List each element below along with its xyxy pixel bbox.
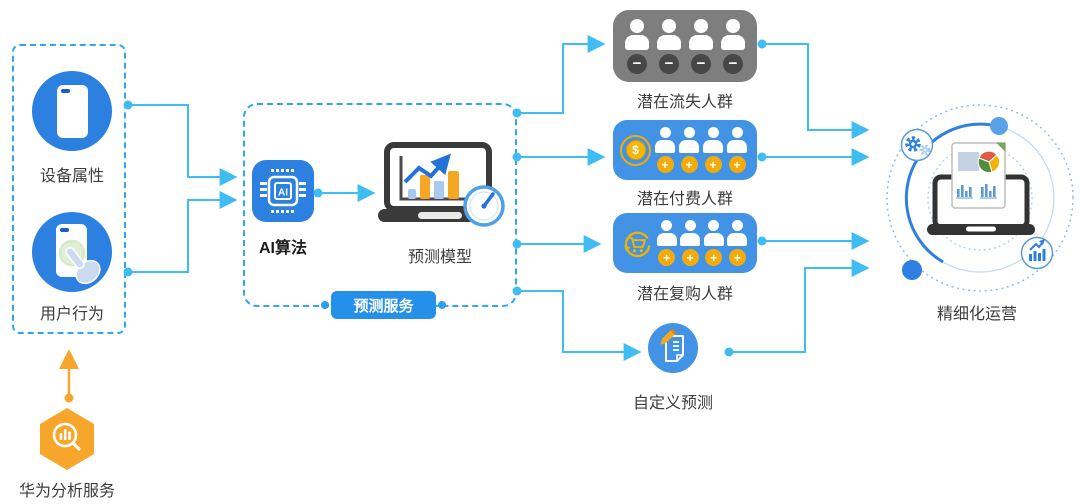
plus-badge-icon: +: [728, 156, 746, 173]
minus-badge-icon: −: [627, 53, 647, 74]
tap-hand-icon: [65, 246, 101, 285]
pay-label: 潜在付费人群: [636, 191, 733, 208]
model-label: 预测模型: [407, 249, 472, 266]
data-source-box: [12, 44, 126, 334]
analytics-label: 华为分析服务: [18, 483, 115, 500]
pay-group: $ + + + +: [613, 120, 757, 180]
repurchase-group: + + + +: [613, 213, 757, 273]
user-icon: +: [727, 220, 748, 266]
prediction-model-icon: [371, 142, 506, 227]
custom-prediction-circle: [648, 323, 698, 373]
behavior-label: 用户行为: [39, 306, 104, 323]
user-icon: −: [657, 18, 681, 74]
plus-badge-icon: +: [658, 249, 676, 266]
repurchase-label: 潜在复购人群: [636, 286, 733, 303]
operations-label: 精细化运营: [936, 306, 1017, 323]
analytics-hexagon: [34, 407, 100, 471]
plus-badge-icon: +: [656, 156, 674, 173]
orbit-dot-bottom: [902, 260, 922, 280]
device-circle: [32, 71, 112, 151]
user-icon: −: [721, 18, 745, 74]
hexagon-shape: [40, 408, 94, 470]
user-icon: +: [679, 127, 699, 173]
user-icon: +: [727, 127, 747, 173]
cart-refresh-icon: [624, 231, 651, 257]
plus-badge-icon: +: [728, 249, 746, 266]
report-document-icon: [951, 142, 1006, 209]
behavior-circle: [32, 212, 112, 292]
operations-orbit: [880, 98, 1080, 298]
user-icon: +: [656, 220, 677, 266]
plus-badge-icon: +: [681, 249, 699, 266]
growth-chart-icon: [1020, 236, 1054, 270]
churn-group: − − − −: [613, 10, 757, 82]
pie-chart-icon: [977, 150, 1001, 174]
minus-badge-icon: −: [691, 53, 711, 74]
document-pencil-icon: [660, 328, 684, 362]
badge-label: 预测服务: [353, 297, 414, 315]
user-icon: −: [625, 18, 649, 74]
plus-badge-icon: +: [704, 156, 722, 173]
user-icon: +: [703, 220, 724, 266]
user-icon: +: [680, 220, 701, 266]
churn-label: 潜在流失人群: [636, 94, 733, 111]
user-icon: −: [689, 18, 713, 74]
gears-icon: [900, 128, 934, 162]
trend-arrow-icon: [403, 153, 451, 184]
minus-badge-icon: −: [723, 53, 743, 74]
chip-text: AI: [278, 188, 288, 199]
touch-phone-icon: [56, 224, 101, 285]
phone-icon: [57, 85, 88, 138]
ai-chip-icon: AI: [252, 160, 314, 222]
ai-label: AI算法: [258, 240, 307, 257]
gauge-icon: [463, 185, 505, 227]
user-icon: +: [703, 127, 723, 173]
user-icon: +: [655, 127, 675, 173]
pencil-icon: [660, 328, 677, 345]
custom-label: 自定义预测: [632, 395, 713, 412]
magnifier-chart-icon: [52, 422, 81, 451]
coin-dollar-icon: $: [620, 134, 651, 166]
bar-chart-icon: [956, 184, 997, 199]
orbit-dot-top: [990, 117, 1008, 135]
plus-badge-icon: +: [680, 156, 698, 173]
plus-badge-icon: +: [705, 249, 723, 266]
device-label: 设备属性: [39, 168, 104, 185]
prediction-service-badge: 预测服务: [321, 291, 446, 319]
minus-badge-icon: −: [659, 53, 679, 74]
